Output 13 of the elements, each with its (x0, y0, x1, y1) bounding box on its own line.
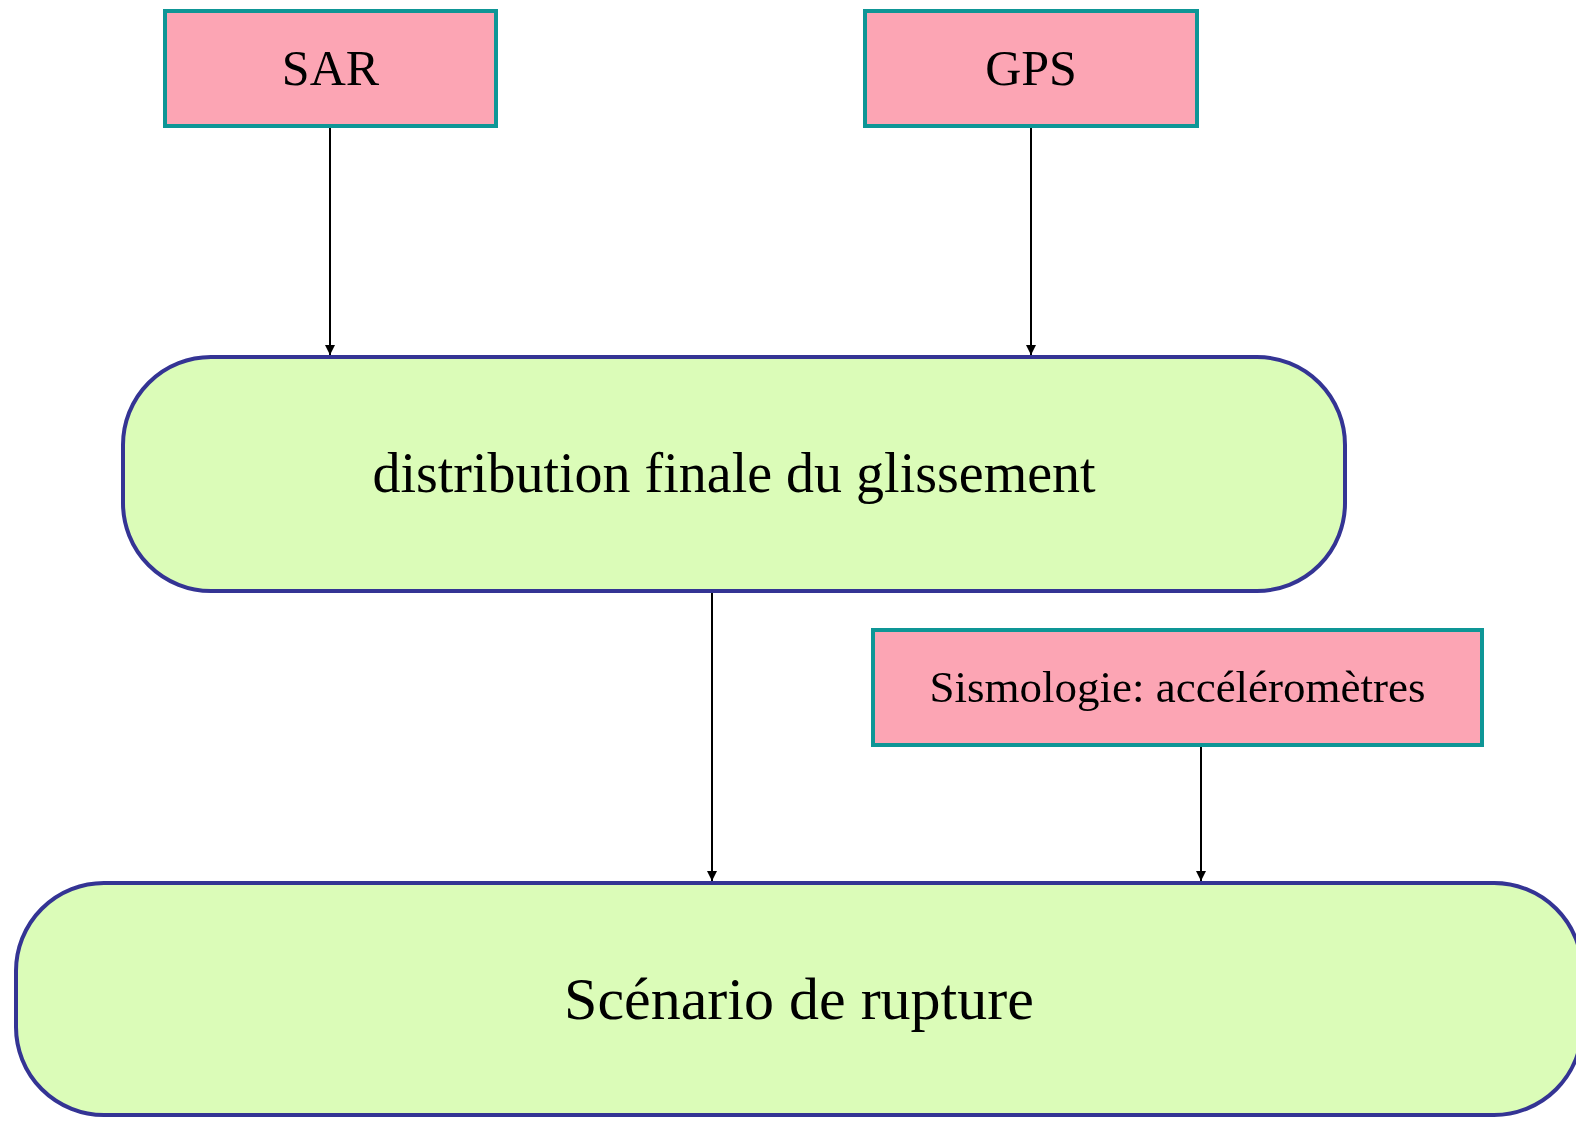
data-source-box (863, 9, 1199, 128)
data-source-box (163, 9, 498, 128)
box-label: distribution finale du glissement (372, 443, 1096, 505)
box-label: Scénario de rupture (564, 966, 1034, 1032)
arrow (1196, 746, 1206, 882)
box-label: Sismologie: accéléromètres (929, 662, 1426, 713)
arrow (1026, 127, 1036, 356)
box-label: GPS (985, 41, 1077, 96)
result-box (14, 881, 1576, 1117)
arrow (325, 127, 335, 356)
box-label: SAR (281, 41, 380, 96)
arrow (707, 592, 717, 882)
data-source-box (871, 628, 1484, 747)
